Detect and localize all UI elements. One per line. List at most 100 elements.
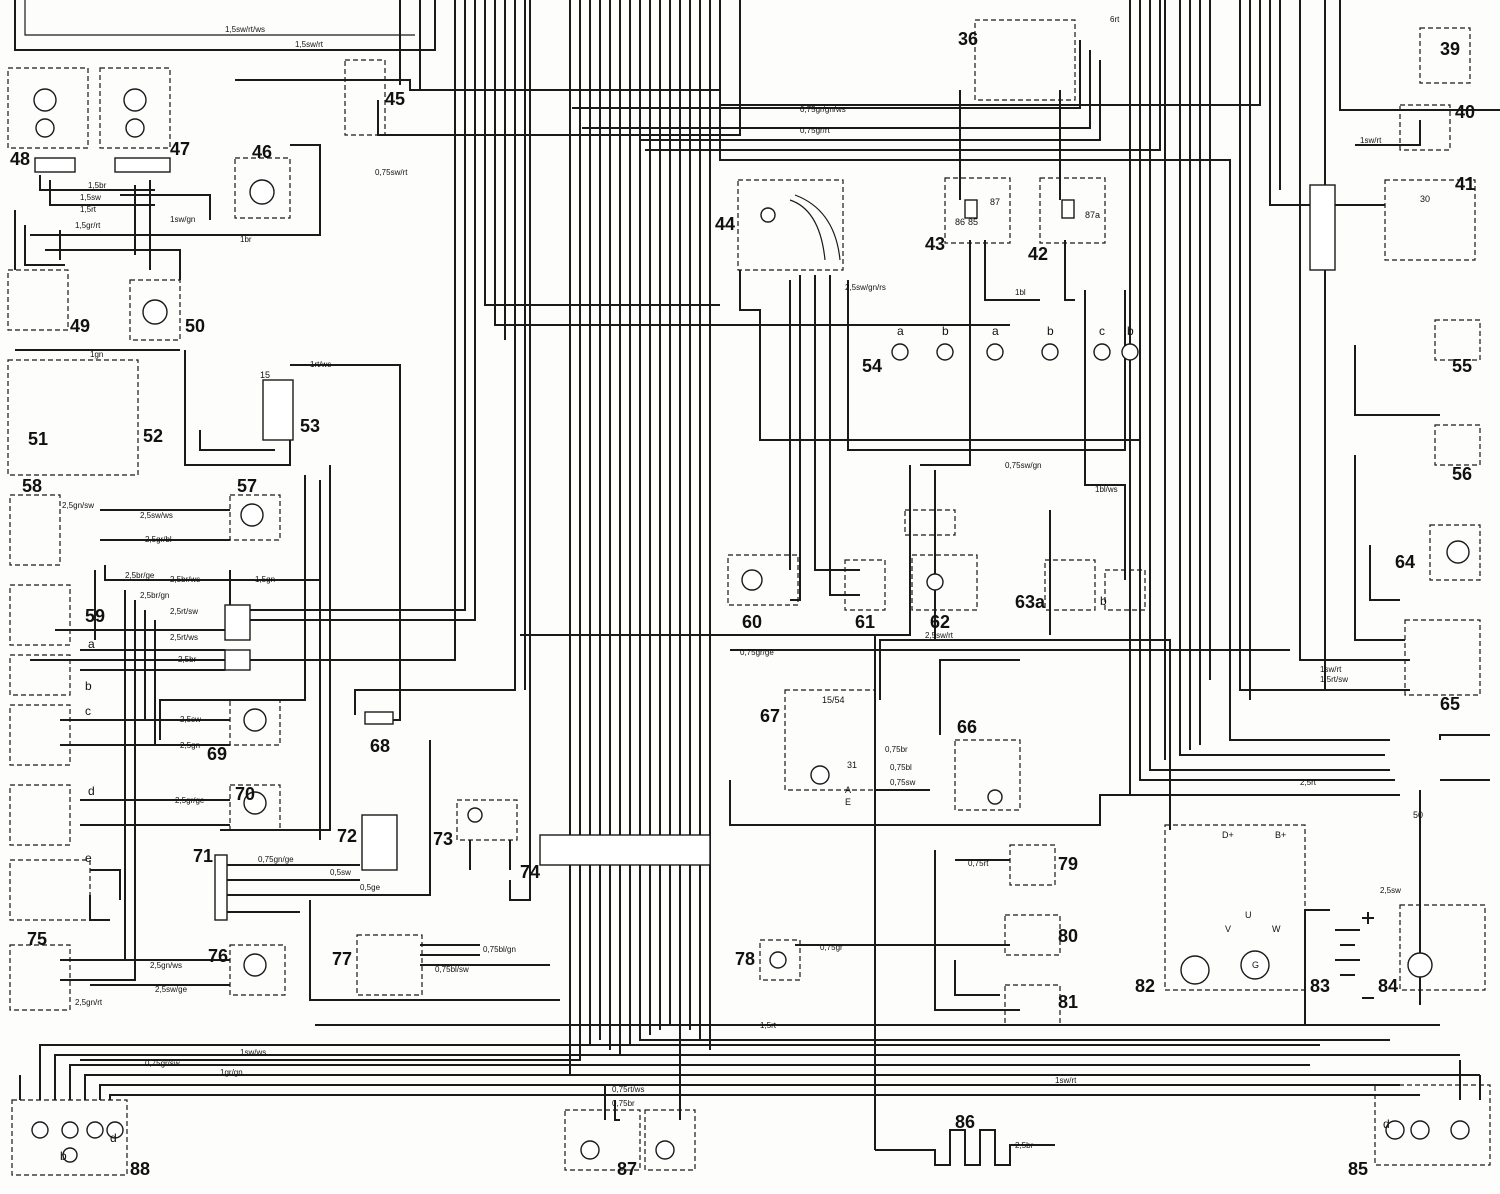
component-67-box: [784, 689, 876, 791]
component-label-68: 68: [370, 736, 390, 756]
terminal-labels: 15 30 50 31 85 86 87 87a 15/54 D+ B+ A E…: [260, 194, 1430, 970]
wire-label: 2,5br/gn: [140, 591, 169, 600]
component-label-85: 85: [1348, 1159, 1368, 1179]
terminal-label: W: [1272, 924, 1281, 934]
component-73-box: [456, 799, 518, 841]
sub-letter: b: [942, 324, 949, 338]
wire-label: 0,75gr/ge: [740, 648, 774, 657]
sub-letter: c: [1099, 324, 1105, 338]
wire-label: 1rt/ws: [310, 360, 331, 369]
component-label-86: 86: [955, 1112, 975, 1132]
component-boxes: [7, 19, 1491, 1176]
wire-label: 1bl/ws: [1095, 485, 1118, 494]
terminal-label: A: [845, 785, 851, 795]
component-56-box: [1434, 424, 1481, 466]
wire-label: 2,5br: [178, 655, 197, 664]
terminal-label: 86: [955, 217, 965, 227]
component-e-box: [9, 859, 91, 921]
component-label-48: 48: [10, 149, 30, 169]
wire-label: 1,5rt: [760, 1021, 777, 1030]
component-label-43: 43: [925, 234, 945, 254]
sub-letter: e: [85, 851, 92, 865]
wire-label: 1,5rt/sw: [1320, 675, 1348, 684]
component-46-box: [234, 157, 291, 219]
wire-label: 6rt: [1110, 15, 1120, 24]
wire-label: 1,5sw/rt/ws: [225, 25, 265, 34]
terminal-label: V: [1225, 924, 1231, 934]
wire-label: 0,75rt: [968, 859, 989, 868]
component-label-88: 88: [130, 1159, 150, 1179]
wire-label: 0,75sw/gn: [1005, 461, 1041, 470]
wire-label: 0,75rt/ws: [612, 1085, 644, 1094]
wire-label: 2,5sw: [1380, 886, 1401, 895]
component-label-69: 69: [207, 744, 227, 764]
battery-signs: [1362, 912, 1374, 999]
component-label-87: 87: [617, 1159, 637, 1179]
component-label-36: 36: [958, 29, 978, 49]
component-70-box: [229, 784, 281, 831]
wire-label: 2,5rt/ws: [170, 633, 198, 642]
component-label-51: 51: [28, 429, 48, 449]
component-label-61: 61: [855, 612, 875, 632]
wire-label: 1gn: [90, 350, 103, 359]
component-36-box: [974, 19, 1076, 101]
component-label-49: 49: [70, 316, 90, 336]
wire-label: 2,5gr/ge: [175, 796, 205, 805]
component-64-box: [1429, 524, 1481, 581]
component-79-box: [1009, 844, 1056, 886]
wire-label: 2,5br/ge: [125, 571, 155, 580]
component-label-59: 59: [85, 606, 105, 626]
component-59-box: [9, 584, 71, 646]
terminal-label: 30: [1420, 194, 1430, 204]
component-48-box: [7, 67, 89, 149]
component-label-76: 76: [208, 946, 228, 966]
wire-label: 2,5gr/bl: [145, 535, 172, 544]
wire-label: 0,75bl/gn: [483, 945, 516, 954]
component-label-84: 84: [1378, 976, 1398, 996]
component-label-70: 70: [235, 784, 255, 804]
sub-letter: b: [1047, 324, 1054, 338]
component-61-box: [844, 559, 886, 611]
wire-label: 2,5gn/ws: [150, 961, 182, 970]
terminal-label: G: [1252, 960, 1259, 970]
terminal-label: 15: [260, 370, 270, 380]
component-label-65: 65: [1440, 694, 1460, 714]
wire-label: 0,75br: [612, 1099, 635, 1108]
component-sw-b-box: [9, 654, 71, 696]
wire-label: 2,5rt/sw: [170, 607, 198, 616]
wire-label: 0,75gn/ge: [258, 855, 294, 864]
component-49-box: [7, 269, 69, 331]
component-label-44: 44: [715, 214, 735, 234]
component-69-box: [229, 699, 281, 746]
component-81-box: [1004, 984, 1061, 1026]
wire-label: 0,5sw: [330, 868, 351, 877]
component-63a-box: [1044, 559, 1096, 611]
component-label-56: 56: [1452, 464, 1472, 484]
component-label-75: 75: [27, 929, 47, 949]
component-76-box: [229, 944, 286, 996]
component-label-73: 73: [433, 829, 453, 849]
component-58-box: [9, 494, 61, 566]
component-80-box: [1004, 914, 1061, 956]
wire-label: 2,5gn: [180, 741, 200, 750]
component-numbers: 36 39 40 41 42 43 44 45 46 47 48 49 50 5…: [10, 29, 1475, 1179]
sub-letter: a: [992, 324, 999, 338]
component-88-box: [11, 1099, 128, 1176]
component-label-55: 55: [1452, 356, 1472, 376]
terminal-label: D+: [1222, 830, 1234, 840]
wire-label: 1sw/rt: [1055, 1076, 1077, 1085]
sub-letter: a: [897, 324, 904, 338]
component-84-box: [1399, 904, 1486, 991]
component-label-60: 60: [742, 612, 762, 632]
component-39-box: [1419, 27, 1471, 84]
wire-label: 2,5sw: [180, 715, 201, 724]
component-75-box: [9, 944, 71, 1011]
wire-label: 2,5rt: [1300, 778, 1317, 787]
wire-label: 1br: [240, 235, 252, 244]
component-85-box: [1374, 1084, 1491, 1166]
wire-label: 1,5sw: [80, 193, 101, 202]
component-label-54: 54: [862, 356, 882, 376]
wire-label: 1,5br: [88, 181, 107, 190]
